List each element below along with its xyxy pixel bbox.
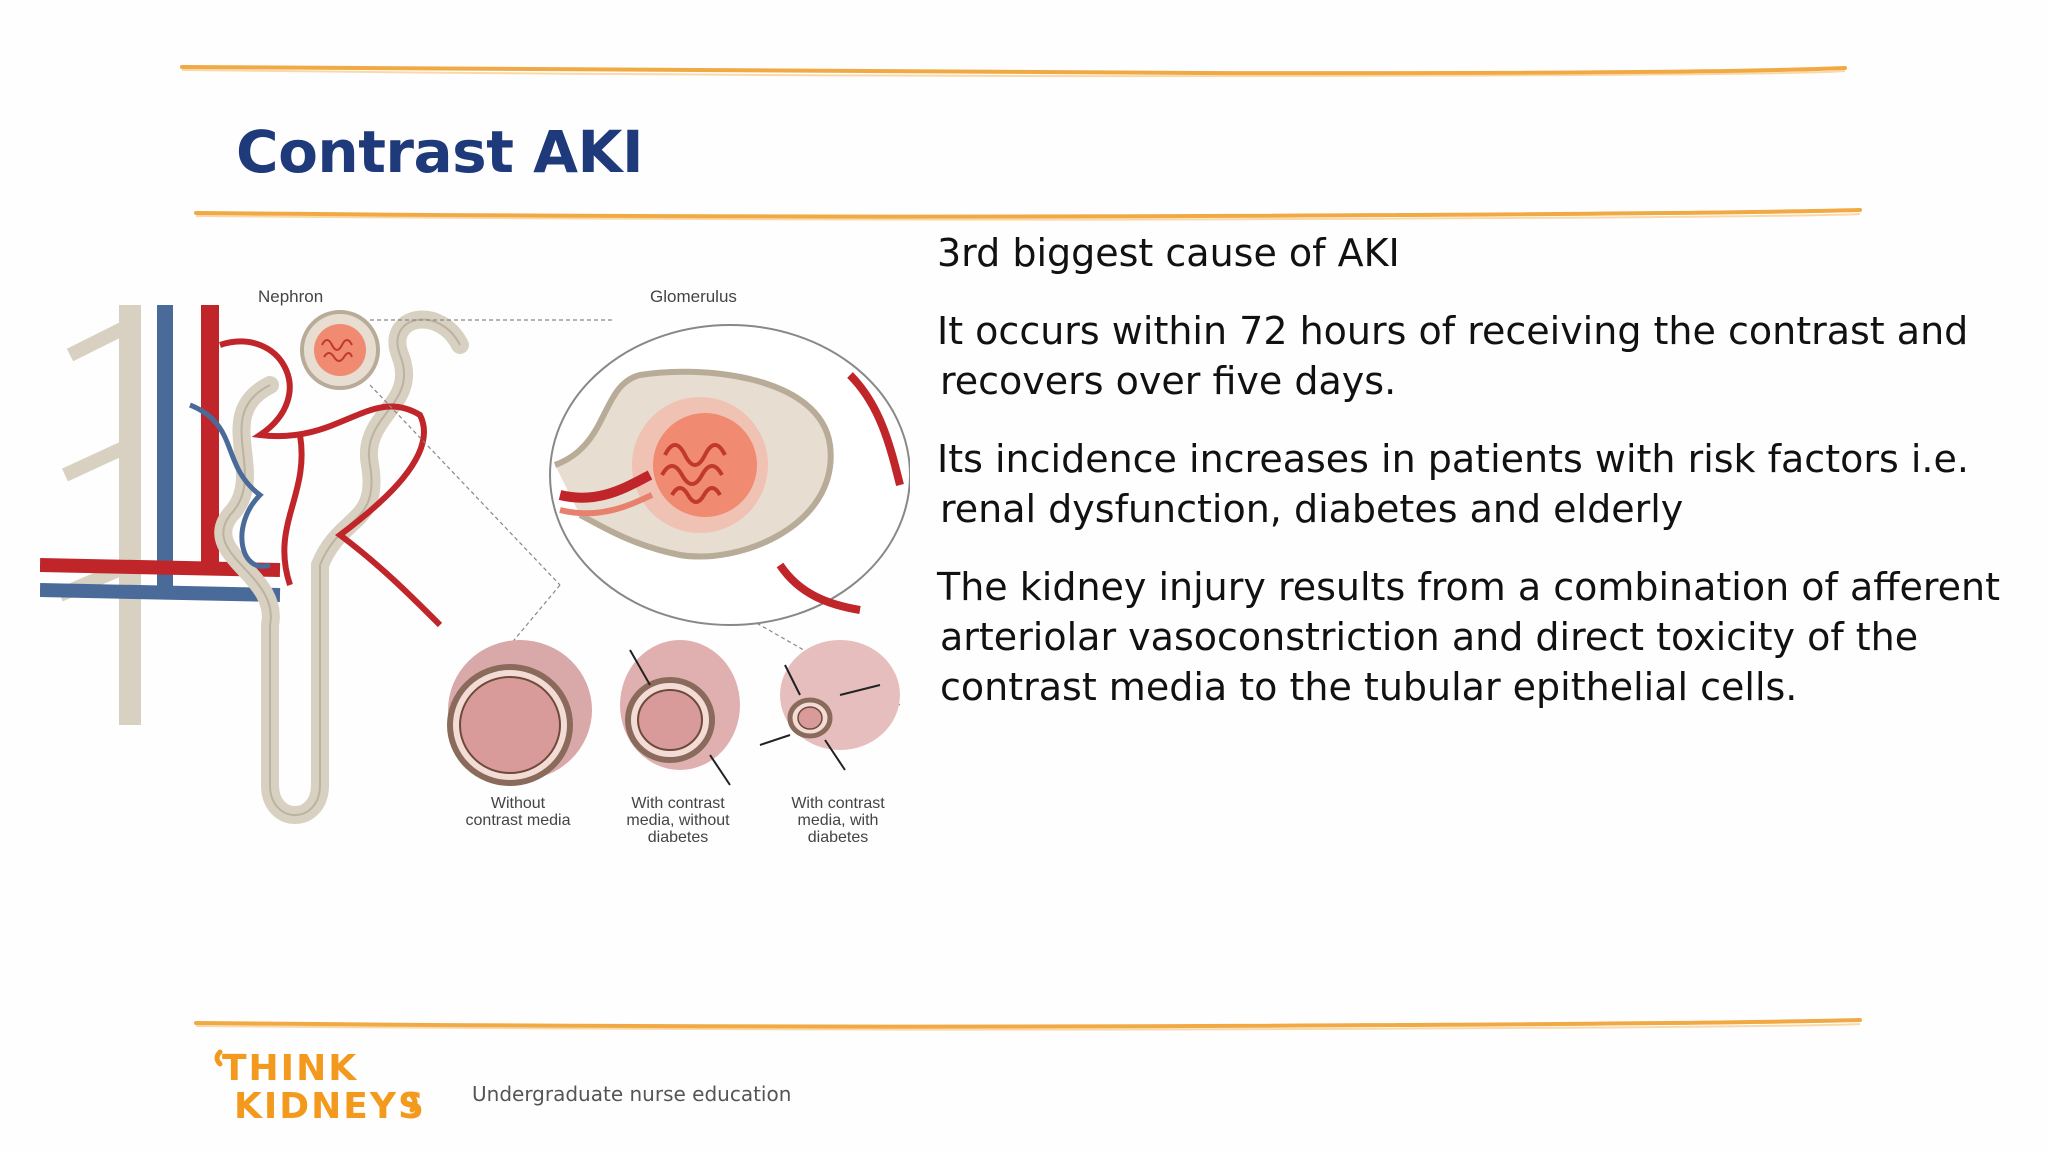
logo-line-2: KIDNEYS (234, 1086, 426, 1126)
caption-line: diabetes (648, 829, 709, 846)
bullet-list: 3rd biggest cause of AKI It occurs withi… (937, 228, 2000, 740)
glomerulus-label: Glomerulus (650, 287, 737, 306)
caption-line: With contrast (791, 795, 885, 812)
bullet-item: 3rd biggest cause of AKI (937, 231, 1400, 275)
think-kidneys-logo: THINK KIDNEYS (214, 1048, 426, 1126)
vessel-contrast-no-diabetes (620, 640, 740, 786)
logo-line-1: THINK (222, 1048, 358, 1089)
caption-line: media, with (798, 812, 879, 829)
caption-line: contrast media (466, 812, 571, 829)
slide-title: Contrast AKI (236, 118, 644, 186)
caption-line: With contrast (631, 795, 725, 812)
nephron-illustration: Nephron Glomerulus Without contrast medi… (40, 287, 910, 846)
caption-line: media, without (626, 812, 730, 829)
bullet-item: It occurs within 72 hours of receiving t… (937, 309, 1969, 403)
bullet-item: Its incidence increases in patients with… (937, 437, 1969, 531)
nephron-label: Nephron (258, 287, 323, 306)
caption-line: diabetes (808, 829, 869, 846)
footer-text: Undergraduate nurse education (472, 1082, 792, 1106)
bullet-item: The kidney injury results from a combina… (937, 565, 2000, 709)
vessel-contrast-with-diabetes (759, 640, 900, 771)
caption-line: Without (491, 795, 546, 812)
vessel-without-contrast (447, 640, 592, 786)
